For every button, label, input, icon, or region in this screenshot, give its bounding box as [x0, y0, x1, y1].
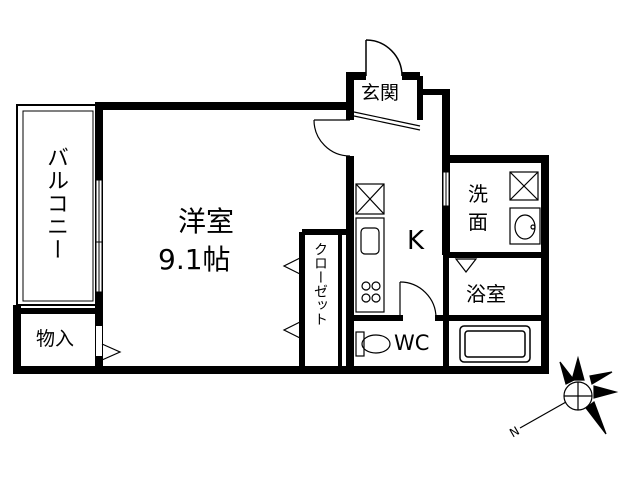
balcony-windows — [95, 179, 103, 293]
storage-label: 物入 — [36, 328, 75, 350]
storage-door — [96, 326, 122, 361]
toilet-fixture — [355, 331, 391, 357]
toilet-label: WC — [394, 331, 430, 355]
bathtub — [459, 325, 531, 363]
western-room-name: 洋室 — [178, 205, 235, 238]
washroom-window — [442, 171, 450, 207]
bath-door-triangle — [454, 258, 478, 273]
kitchen-fixtures — [355, 183, 385, 313]
western-room-size: 9.1帖 — [158, 243, 231, 276]
room-door — [313, 119, 354, 157]
washroom-label-line1: 洗 — [468, 182, 488, 206]
washroom-door — [399, 281, 437, 322]
balcony-label: バルコニー — [43, 146, 68, 261]
front-door — [365, 39, 403, 80]
exterior-walls — [13, 72, 549, 374]
kitchen-label: K — [407, 226, 425, 256]
washbasin — [509, 171, 541, 245]
compass-rose-icon — [519, 355, 619, 435]
closet-label: クローゼット — [312, 242, 328, 326]
entrance-label: 玄関 — [361, 82, 400, 104]
bathroom-label: 浴室 — [466, 282, 506, 306]
closet-doors — [282, 257, 301, 339]
washroom-label-line2: 面 — [468, 210, 488, 234]
entrance-step — [353, 111, 421, 131]
